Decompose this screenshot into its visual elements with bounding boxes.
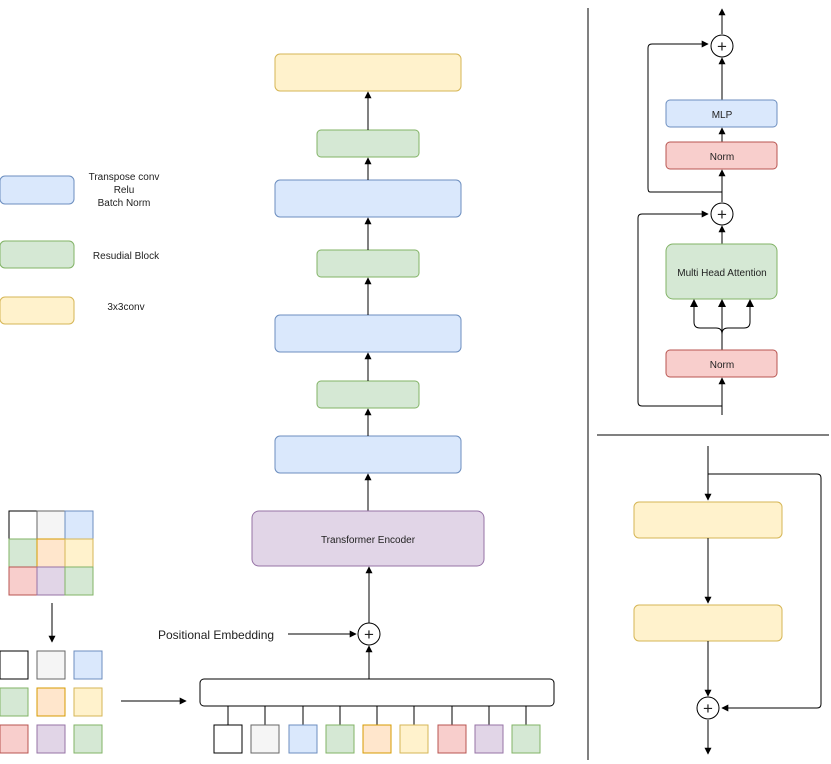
transformer-encoder: Transformer Encoder bbox=[251, 510, 485, 623]
token-patch-3 bbox=[288, 724, 318, 754]
attention-label: Multi Head Attention bbox=[677, 268, 767, 279]
split-patch-r2c2 bbox=[36, 687, 66, 717]
image-patch-r2c1 bbox=[8, 538, 38, 568]
token-patch-6 bbox=[399, 724, 429, 754]
token-patch-5 bbox=[362, 724, 392, 754]
token-patch-9 bbox=[511, 724, 541, 754]
skip-connection-top bbox=[647, 40, 722, 193]
legend-swatch-transpose-conv bbox=[0, 175, 75, 205]
split-patch-r2c1 bbox=[0, 687, 29, 717]
transformer-encoder-label: Transformer Encoder bbox=[321, 535, 416, 546]
encoder-add-symbol-middle: + bbox=[717, 205, 727, 224]
norm-label-top: Norm bbox=[710, 152, 734, 163]
residual-add-circle bbox=[696, 696, 720, 720]
token-patch-1 bbox=[213, 724, 243, 754]
mlp-label: MLP bbox=[712, 110, 733, 121]
qkv-split-lines bbox=[693, 306, 751, 350]
residual-add-symbol: + bbox=[703, 699, 713, 718]
attention-box bbox=[665, 243, 778, 300]
legend-label-transpose-conv-line3: Batch Norm bbox=[98, 198, 151, 209]
split-patches-grid bbox=[0, 650, 187, 754]
token-patch-8 bbox=[474, 724, 504, 754]
residual-skip-connection bbox=[708, 473, 822, 712]
image-patch-r3c2 bbox=[36, 566, 66, 596]
image-patch-r1c3 bbox=[64, 510, 94, 540]
residual-block-2 bbox=[316, 249, 420, 278]
residual-block-detail: + bbox=[633, 446, 822, 755]
legend-swatch-residual-block bbox=[0, 240, 75, 269]
image-patch-r2c2 bbox=[36, 538, 66, 568]
token-patch-4 bbox=[325, 724, 355, 754]
transpose-conv-block-1 bbox=[274, 435, 462, 474]
input-image-grid bbox=[8, 510, 94, 643]
positional-embedding: Positional Embedding + bbox=[158, 622, 381, 679]
split-patch-r1c1 bbox=[0, 650, 29, 680]
image-patch-r1c1 bbox=[8, 510, 38, 540]
image-patch-r3c1 bbox=[8, 566, 38, 596]
encoder-block-detail: + MLP Norm + Multi Head Attention Norm bbox=[637, 8, 778, 415]
token-patch-2 bbox=[250, 724, 280, 754]
split-patch-r3c3 bbox=[73, 724, 103, 754]
residual-conv-box-2 bbox=[633, 604, 783, 642]
norm-box-top bbox=[665, 141, 778, 170]
output-conv-block bbox=[274, 53, 462, 92]
split-patch-r1c2 bbox=[36, 650, 66, 680]
residual-block-1 bbox=[316, 380, 420, 409]
decoder-stack bbox=[274, 53, 462, 511]
split-patch-r3c2 bbox=[36, 724, 66, 754]
residual-conv-box-1 bbox=[633, 501, 783, 539]
image-patch-r2c3 bbox=[64, 538, 94, 568]
encoder-add-symbol-top: + bbox=[717, 37, 727, 56]
legend-label-3x3conv: 3x3conv bbox=[107, 302, 144, 313]
legend: Transpose conv Relu Batch Norm Resudial … bbox=[0, 172, 160, 325]
qkv-arrowheads bbox=[690, 299, 754, 307]
transpose-conv-block-3 bbox=[274, 179, 462, 218]
transpose-conv-block-2 bbox=[274, 314, 462, 353]
split-patch-r3c1 bbox=[0, 724, 29, 754]
legend-swatch-3x3conv bbox=[0, 296, 75, 325]
image-patch-r1c2 bbox=[36, 510, 66, 540]
token-sequence bbox=[199, 678, 555, 754]
image-patch-r3c3 bbox=[64, 566, 94, 596]
token-bar bbox=[199, 678, 555, 707]
token-tick-lines bbox=[227, 706, 527, 725]
legend-label-residual-block: Resudial Block bbox=[93, 251, 160, 262]
transformer-encoder-box bbox=[251, 510, 485, 567]
mlp-box bbox=[665, 99, 778, 128]
token-patch-7 bbox=[437, 724, 467, 754]
encoder-add-circle-middle bbox=[710, 202, 734, 226]
encoder-add-circle-top bbox=[710, 34, 734, 58]
positional-embedding-label: Positional Embedding bbox=[158, 628, 274, 642]
main-add-circle bbox=[357, 622, 381, 646]
legend-label-transpose-conv-line2: Relu bbox=[114, 185, 135, 196]
residual-block-3 bbox=[316, 129, 420, 158]
norm-label-bottom: Norm bbox=[710, 360, 734, 371]
legend-label-transpose-conv-line1: Transpose conv bbox=[89, 172, 160, 183]
norm-box-bottom bbox=[665, 349, 778, 378]
split-patch-r1c3 bbox=[73, 650, 103, 680]
main-add-symbol: + bbox=[364, 625, 374, 644]
split-patch-r2c3 bbox=[73, 687, 103, 717]
skip-connection-bottom bbox=[637, 210, 722, 407]
